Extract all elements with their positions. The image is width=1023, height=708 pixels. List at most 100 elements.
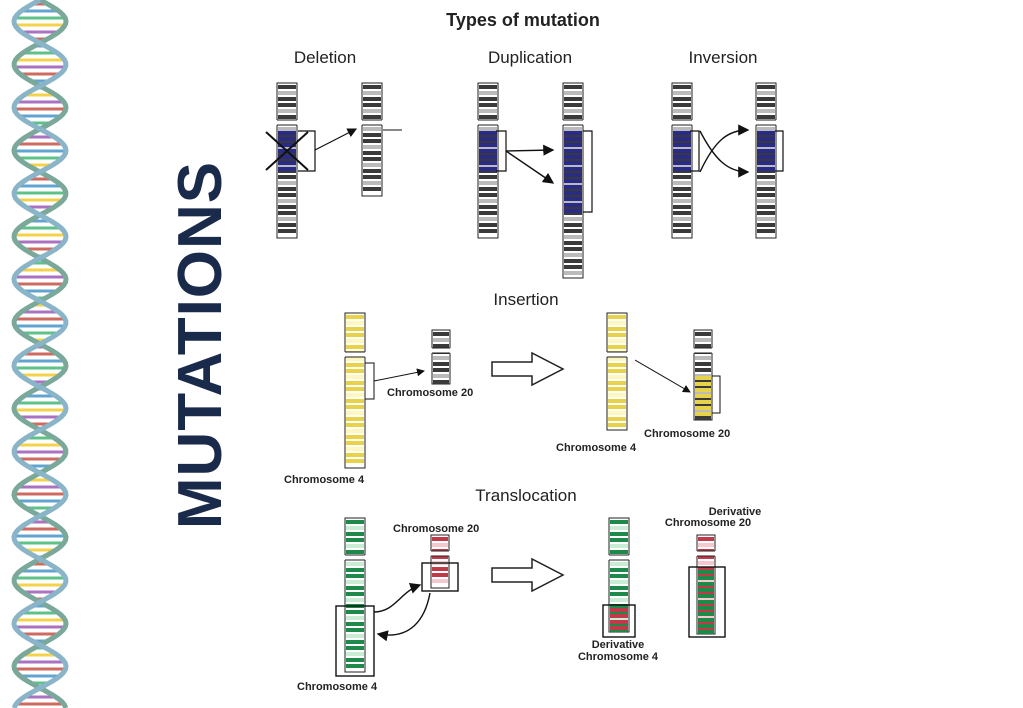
label-derivative-4-line1: Derivative bbox=[592, 639, 645, 651]
chromosome-band bbox=[363, 157, 381, 161]
chromosome-band bbox=[564, 217, 582, 221]
chromosome-band bbox=[278, 229, 296, 233]
chromosome-band bbox=[278, 205, 296, 209]
chromosome-band bbox=[432, 573, 448, 577]
chromosome-band bbox=[757, 109, 775, 113]
highlighted-band bbox=[698, 576, 714, 580]
highlighted-band bbox=[757, 131, 775, 135]
chromosome-band bbox=[346, 544, 364, 548]
chromosome-band bbox=[433, 332, 449, 336]
insertion-arrow bbox=[373, 368, 425, 382]
label-chromosome-4-insertion: Chromosome 4 bbox=[284, 474, 365, 486]
chromosome-band bbox=[610, 580, 628, 584]
chromosome-band bbox=[479, 103, 497, 107]
chromosome-band bbox=[610, 574, 628, 578]
chromosome-band bbox=[346, 423, 364, 427]
centromere bbox=[276, 120, 298, 125]
chromosome-band bbox=[608, 399, 626, 403]
chromosome-band bbox=[564, 127, 582, 131]
highlighted-band bbox=[695, 376, 711, 380]
chromosome-band bbox=[698, 627, 714, 631]
highlighted-band bbox=[757, 167, 775, 171]
chromosome-band bbox=[757, 193, 775, 197]
chromosome-4-after-insertion bbox=[606, 312, 628, 431]
chromosome-20-insertion-target bbox=[431, 329, 451, 385]
chromosome-band bbox=[695, 356, 711, 360]
chromosome-band bbox=[698, 561, 714, 565]
highlighted-band bbox=[673, 137, 691, 141]
chromosome-band bbox=[695, 416, 711, 420]
highlighted-band bbox=[479, 167, 497, 171]
chromosome-band bbox=[673, 175, 691, 179]
chromosome-band bbox=[278, 217, 296, 221]
highlighted-band bbox=[278, 161, 296, 165]
label-derivative-20-line1: Derivative bbox=[709, 506, 762, 518]
deletion-arrow bbox=[314, 128, 358, 151]
chromosome-band bbox=[479, 223, 497, 227]
chromosome-20-after-insertion bbox=[693, 329, 713, 421]
centromere bbox=[477, 120, 499, 125]
chromosome-band bbox=[610, 544, 628, 548]
highlighted-band bbox=[698, 606, 714, 610]
chromosome-band bbox=[610, 532, 628, 536]
chromosome-band bbox=[432, 555, 448, 559]
chromosome-band bbox=[278, 109, 296, 113]
highlighted-band bbox=[610, 620, 628, 624]
chromosome-band bbox=[433, 356, 449, 360]
chromosome-band bbox=[278, 85, 296, 89]
insertion-bracket-result bbox=[712, 375, 721, 414]
dna-helix-decoration bbox=[11, 0, 69, 708]
highlighted-band bbox=[698, 582, 714, 586]
chromosome-band bbox=[564, 271, 582, 275]
chromosome-band bbox=[608, 411, 626, 415]
highlighted-band bbox=[564, 179, 582, 183]
chromosome-band bbox=[564, 241, 582, 245]
chromosome-band bbox=[479, 109, 497, 113]
chromosome-band bbox=[363, 97, 381, 101]
chromosome-band bbox=[564, 109, 582, 113]
chromosome-band bbox=[564, 103, 582, 107]
chromosome-band bbox=[698, 603, 714, 607]
chromosome-band bbox=[698, 597, 714, 601]
chromosome-band bbox=[479, 205, 497, 209]
chromosome-band bbox=[673, 109, 691, 113]
highlighted-band bbox=[564, 149, 582, 153]
chromosome-band bbox=[433, 368, 449, 372]
chromosome-band bbox=[673, 181, 691, 185]
dna-backbone-strand bbox=[11, 0, 69, 708]
chromosome-band bbox=[278, 175, 296, 179]
chromosome-band bbox=[610, 526, 628, 530]
chromosome-band bbox=[673, 187, 691, 191]
chromosome-band bbox=[608, 321, 626, 325]
chromosome-band bbox=[278, 193, 296, 197]
chromosome-4-insertion-source bbox=[344, 312, 366, 469]
highlighted-band bbox=[479, 131, 497, 135]
centromere bbox=[606, 352, 628, 357]
insertion-bracket-source bbox=[365, 362, 375, 400]
highlighted-band bbox=[698, 624, 714, 628]
deletion-bracket bbox=[298, 130, 316, 172]
chromosome-band bbox=[698, 621, 714, 625]
chromosome-band bbox=[479, 181, 497, 185]
chromosome-band bbox=[698, 585, 714, 589]
chromosome-band bbox=[673, 97, 691, 101]
chromosome-band bbox=[433, 344, 449, 348]
chromosome-band bbox=[608, 393, 626, 397]
inversion-bracket-right bbox=[775, 130, 784, 172]
chromosome-band bbox=[346, 622, 364, 626]
chromosome-band bbox=[608, 333, 626, 337]
chromosome-band bbox=[698, 591, 714, 595]
chromosome-band bbox=[346, 393, 364, 397]
chromosome-band bbox=[757, 229, 775, 233]
highlighted-band bbox=[564, 203, 582, 207]
chromosome-band bbox=[278, 91, 296, 95]
highlighted-band bbox=[479, 137, 497, 141]
chromosome-band bbox=[698, 537, 714, 541]
chromosome-band bbox=[479, 193, 497, 197]
chromosome-band bbox=[346, 399, 364, 403]
chromosome-band bbox=[757, 187, 775, 191]
chromosome-band bbox=[346, 387, 364, 391]
chromosome-band bbox=[278, 127, 296, 131]
chromosome-band bbox=[363, 169, 381, 173]
highlighted-band bbox=[698, 588, 714, 592]
